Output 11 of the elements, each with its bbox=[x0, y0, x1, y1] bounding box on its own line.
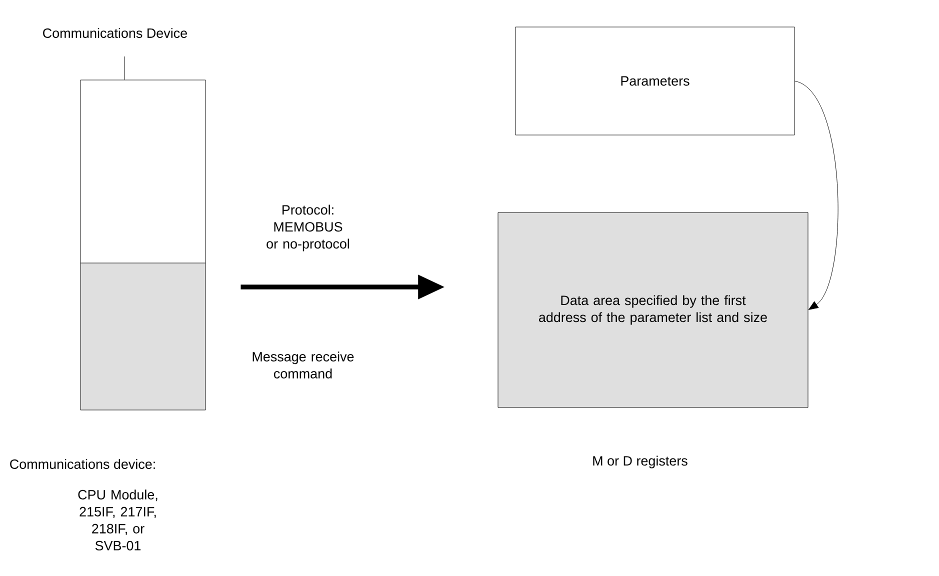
edge-label: Protocol: MEMOBUS or no-protocol bbox=[266, 204, 350, 252]
curved-arrow bbox=[794, 80, 838, 310]
node-label: M or D registers bbox=[593, 456, 688, 468]
node-label: Communications device: bbox=[10, 459, 155, 469]
note: Message receive command bbox=[252, 352, 354, 378]
node-label: CPU Module, 215IF, 217IF, 218IF, or SVB-01 bbox=[78, 490, 158, 550]
data-area-box: Data area specified by the first address of the parameter list and size bbox=[498, 212, 808, 408]
parameters-box: Parameters bbox=[515, 26, 795, 136]
device-title: Communications Device bbox=[43, 28, 187, 38]
leader-line bbox=[124, 56, 125, 80]
device-box bbox=[80, 80, 206, 410]
